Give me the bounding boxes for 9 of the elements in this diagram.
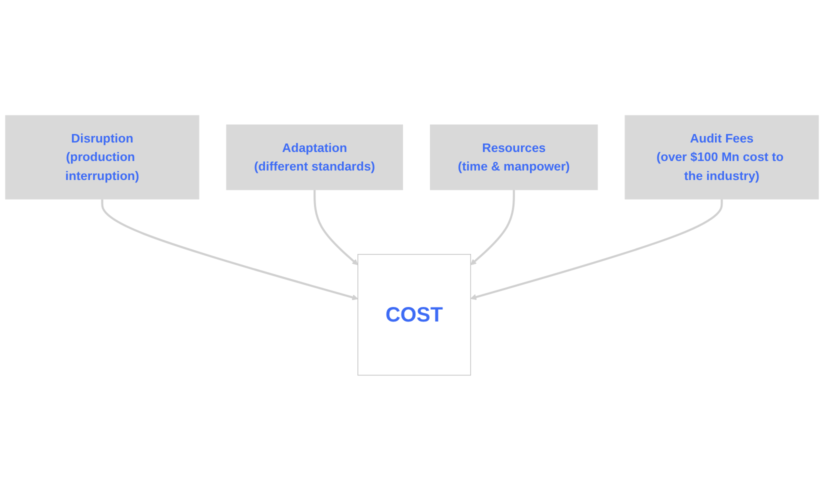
arrow (470, 198, 723, 300)
node-box: Adaptation (different standards) (226, 124, 404, 190)
node-box: Resources (time & manpower) (430, 124, 598, 190)
arrow (314, 189, 358, 265)
arrow (101, 198, 358, 300)
node-box: Disruption (production interruption) (5, 114, 200, 200)
node-box: Audit Fees (over $100 Mn cost to the industry) (624, 114, 819, 200)
node-box: COST (358, 254, 471, 376)
arrow (470, 189, 515, 265)
